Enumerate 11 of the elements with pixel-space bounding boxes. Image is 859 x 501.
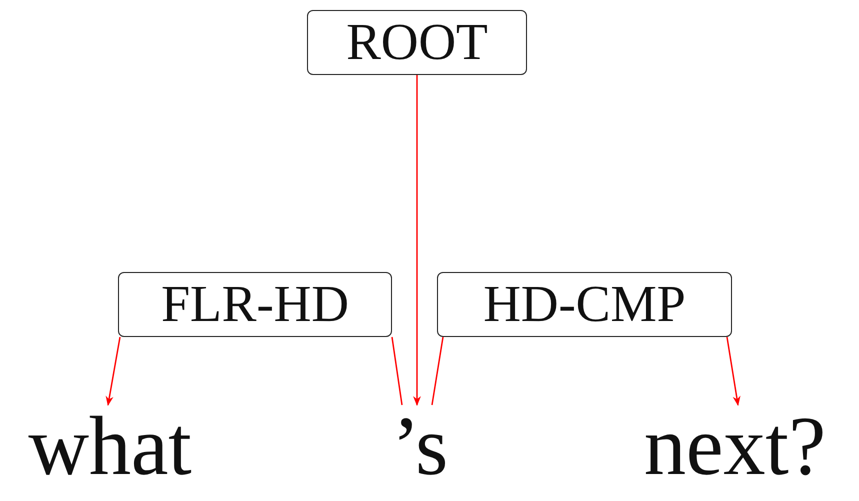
label-box: FLR-HD <box>118 272 392 337</box>
label-box: HD-CMP <box>437 272 732 337</box>
arrow <box>106 336 121 406</box>
connector-line <box>431 336 444 406</box>
label-box: ROOT <box>307 10 527 75</box>
word-text: what <box>10 405 210 489</box>
arrow <box>726 336 740 406</box>
arrow <box>413 75 421 406</box>
word-text: ’s <box>385 405 455 489</box>
word-text: next? <box>625 405 845 489</box>
connector-line <box>391 336 403 406</box>
